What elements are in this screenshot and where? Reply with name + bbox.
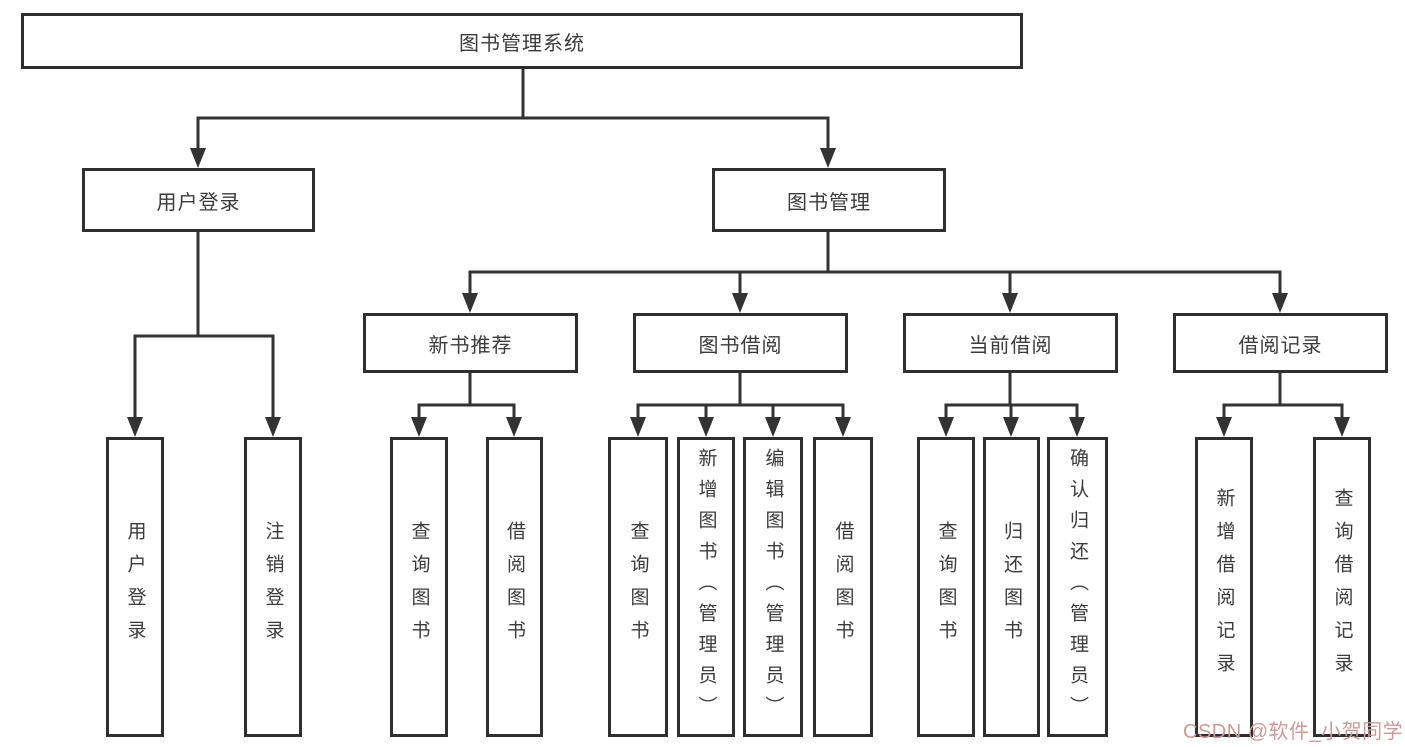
csdn-watermark: CSDN @软件_小贺同学 xyxy=(1183,721,1404,743)
node-book-borrow: 图书借阅 xyxy=(633,313,848,373)
node-return-book: 归还图书 xyxy=(983,437,1040,737)
node-label: 借阅记录 xyxy=(1238,334,1323,357)
node-logout: 注销登录 xyxy=(244,437,302,737)
node-add-borrow-record: 新增借阅记录 xyxy=(1195,437,1253,737)
node-label: 用户登录 xyxy=(156,191,241,214)
node-borrow-record: 借阅记录 xyxy=(1173,313,1388,373)
node-query-borrow-record: 查询借阅记录 xyxy=(1313,437,1371,737)
node-add-book-admin: 新增图书（管理员） xyxy=(677,437,735,737)
node-label: 当前借阅 xyxy=(968,334,1053,357)
node-user-login: 用户登录 xyxy=(106,437,164,737)
node-label: 图书管理 xyxy=(787,191,871,214)
node-confirm-return-admin: 确认归还（管理员） xyxy=(1047,437,1108,737)
node-query-book: 查询图书 xyxy=(390,437,448,737)
node-label: 新书推荐 xyxy=(428,334,513,357)
node-query-book: 查询图书 xyxy=(917,437,975,737)
node-borrow-book: 借阅图书 xyxy=(486,437,543,737)
node-library-management-system: 图书管理系统 xyxy=(21,13,1023,69)
node-label: 图书管理系统 xyxy=(459,32,585,55)
node-label: 图书借阅 xyxy=(698,334,783,357)
node-user-login-branch: 用户登录 xyxy=(82,168,315,232)
node-query-book: 查询图书 xyxy=(608,437,668,737)
node-edit-book-admin: 编辑图书（管理员） xyxy=(743,437,803,737)
node-book-management: 图书管理 xyxy=(712,168,946,232)
node-new-book-recommend: 新书推荐 xyxy=(363,313,578,373)
node-borrow-book: 借阅图书 xyxy=(813,437,873,737)
node-current-borrow: 当前借阅 xyxy=(903,313,1118,373)
